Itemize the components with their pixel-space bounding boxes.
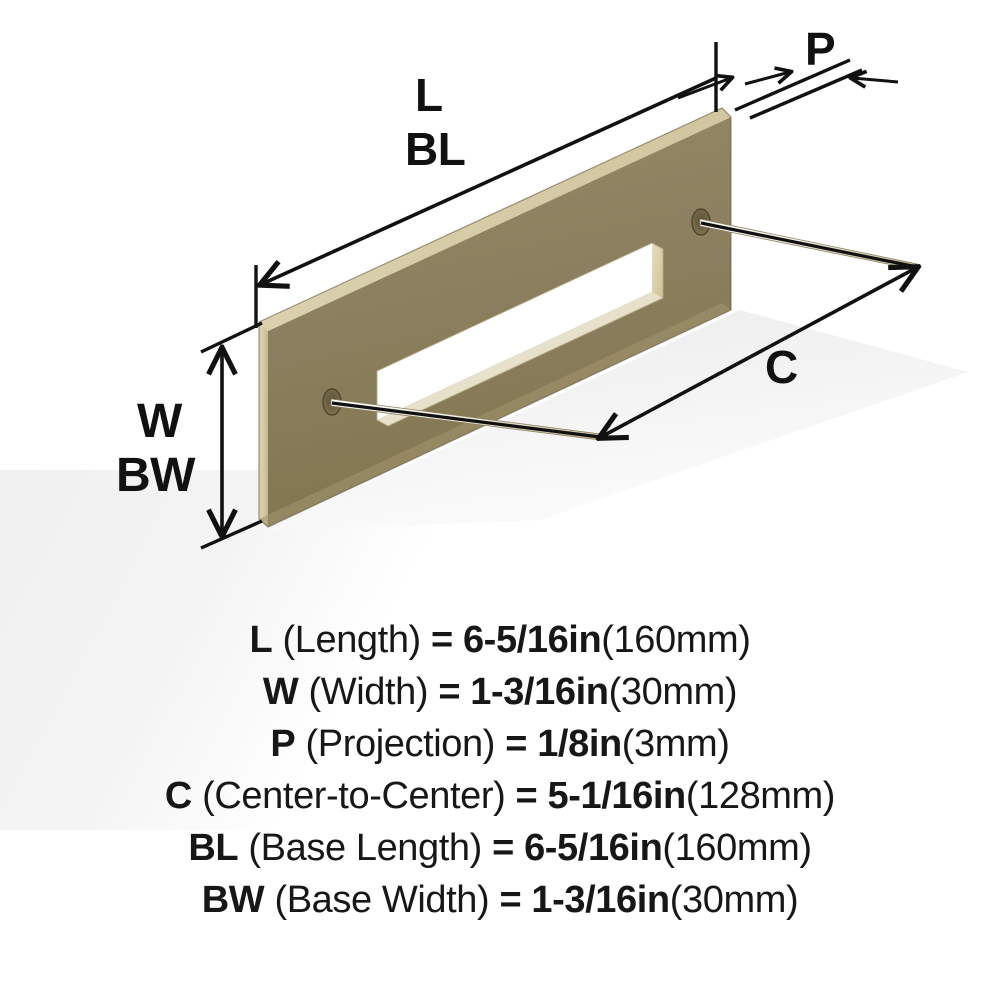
spec-name: (Base Width) [274,879,490,921]
spec-imperial-value: 5-1/16in [547,775,687,817]
spec-row: BW (Base Width) = 1-3/16in(30mm) [0,874,1000,926]
spec-abbreviation: BL [188,827,239,869]
spec-row: L (Length) = 6-5/16in(160mm) [0,614,1000,666]
product-diagram: L BL P W BW C [116,23,968,550]
projection-extension-line-b [749,68,863,120]
dimension-label-projection: P [805,23,836,75]
spec-name: (Length) [282,619,421,661]
spec-metric-value: (30mm) [669,879,799,921]
diagram-canvas [200,42,968,550]
center-to-center-dimension-arrow [601,268,916,437]
width-extension-line-top [200,321,263,354]
mounting-post-left-core [331,401,601,439]
spec-name: (Base Length) [248,827,482,869]
width-extension-line-bottom [200,519,263,550]
spec-equals-sign: = [430,619,453,661]
mounting-post-right-core [700,221,918,269]
spec-equals-sign: = [515,775,538,817]
projection-arrow-left [677,78,731,100]
specification-list: L (Length) = 6-5/16in(160mm)W (Width) = … [0,614,1000,926]
spec-abbreviation: L [249,619,273,661]
spec-metric-value: (3mm) [621,723,730,765]
dimension-label-base-length: BL [405,123,466,175]
pull-cutout-opening [377,243,652,420]
spec-imperial-value: 1-3/16in [531,879,670,921]
spec-metric-value: (128mm) [685,775,836,817]
spec-row: P (Projection) = 1/8in(3mm) [0,718,1000,770]
spec-metric-value: (160mm) [662,827,812,869]
length-dimension-arrow [262,76,717,284]
spec-row: C (Center-to-Center) = 5-1/16in(128mm) [0,770,1000,822]
projection-extension-line-a [734,58,851,112]
spec-name: (Width) [308,671,429,713]
spec-name: (Center-to-Center) [202,775,506,817]
spec-imperial-value: 6-5/16in [462,619,602,661]
spec-imperial-value: 6-5/16in [524,827,663,869]
dimension-label-width: W [137,395,182,448]
dimension-label-base-width: BW [116,449,195,502]
spec-abbreviation: W [262,671,299,713]
pull-top-edge [259,108,731,331]
spec-equals-sign: = [438,671,461,713]
dimension-label-length: L [415,69,443,121]
spec-imperial-value: 1/8in [537,723,622,765]
pull-left-end-cap [259,322,268,527]
projection-arrow-right [852,78,899,82]
pull-cutout-inner-edge [652,243,663,298]
spec-row: W (Width) = 1-3/16in(30mm) [0,666,1000,718]
spec-equals-sign: = [492,827,514,869]
dimension-label-center-to-center: C [765,341,798,393]
spec-equals-sign: = [505,723,528,765]
spec-abbreviation: BW [201,879,265,921]
spec-metric-value: (30mm) [608,671,738,713]
spec-imperial-value: 1-3/16in [470,671,609,713]
pull-cutout-inner-edge-bottom [377,292,663,426]
spec-equals-sign: = [499,879,522,921]
spec-abbreviation: P [270,723,296,765]
spec-name: (Projection) [305,723,496,765]
spec-row: BL (Base Length) = 6-5/16in(160mm) [0,822,1000,874]
spec-metric-value: (160mm) [601,619,751,661]
spec-abbreviation: C [164,775,192,817]
projection-arrow-inner [744,72,790,86]
